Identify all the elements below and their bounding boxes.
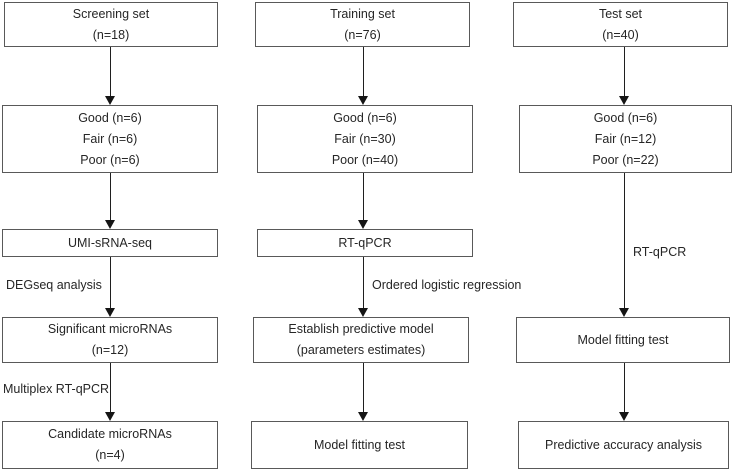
down-arrow-icon: [358, 363, 369, 421]
box-predictive-accuracy-analysis: Predictive accuracy analysis: [518, 421, 729, 469]
box-rt-qpcr-training: RT-qPCR: [257, 229, 473, 257]
box-screening-set: Screening set (n=18): [4, 2, 218, 47]
box-line: Poor (n=40): [331, 152, 399, 167]
box-line: (n=12): [91, 343, 129, 357]
box-line: Significant microRNAs: [47, 322, 173, 336]
box-line: Establish predictive model: [288, 322, 434, 336]
box-model-fitting-test: Model fitting test: [516, 317, 730, 363]
edge-label-multiplex-rt-qpcr: Multiplex RT-qPCR: [3, 382, 110, 396]
box-establish-predictive-model: Establish predictive model (parameters e…: [253, 317, 469, 363]
box-line: Fair (n=12): [594, 131, 657, 146]
box-test-set: Test set (n=40): [513, 2, 728, 47]
down-arrow-icon: [619, 363, 630, 421]
down-arrow-icon: [619, 47, 630, 105]
box-line: Screening set: [72, 6, 150, 21]
down-arrow-icon: [105, 47, 116, 105]
box-line: (n=4): [95, 448, 125, 462]
edge-label-ordered-logistic-regression: Ordered logistic regression: [372, 278, 522, 292]
down-arrow-icon: [105, 363, 116, 421]
box-line: Fair (n=30): [334, 131, 396, 146]
down-arrow-icon: [358, 257, 369, 317]
box-line: Good (n=6): [593, 110, 658, 125]
box-line: Good (n=6): [78, 110, 142, 125]
down-arrow-icon: [358, 173, 369, 229]
down-arrow-icon: [105, 173, 116, 229]
box-model-fitting-test-training: Model fitting test: [251, 421, 468, 469]
box-training-grades: Good (n=6) Fair (n=30) Poor (n=40): [257, 105, 473, 173]
box-significant-micrornas: Significant microRNAs (n=12): [2, 317, 218, 363]
box-line: Model fitting test: [313, 437, 405, 452]
box-training-set: Training set (n=76): [255, 2, 470, 47]
box-line: (n=40): [602, 27, 639, 42]
box-line: Poor (n=6): [80, 152, 140, 167]
box-line: UMI-sRNA-seq: [67, 235, 153, 250]
box-line: (parameters estimates): [296, 343, 426, 357]
box-line: Model fitting test: [577, 332, 669, 347]
down-arrow-icon: [105, 257, 116, 317]
box-screening-grades: Good (n=6) Fair (n=6) Poor (n=6): [2, 105, 218, 173]
box-line: Training set: [330, 6, 395, 21]
box-umi-srna-seq: UMI-sRNA-seq: [2, 229, 218, 257]
box-line: (n=76): [344, 27, 381, 42]
down-arrow-icon: [619, 173, 630, 317]
box-line: Candidate microRNAs: [48, 427, 172, 441]
box-test-grades: Good (n=6) Fair (n=12) Poor (n=22): [519, 105, 732, 173]
box-line: Poor (n=22): [592, 152, 659, 167]
box-line: Good (n=6): [333, 110, 397, 125]
box-line: Predictive accuracy analysis: [544, 437, 702, 452]
down-arrow-icon: [358, 47, 369, 105]
edge-label-degseq-analysis: DEGseq analysis: [6, 278, 102, 292]
box-line: RT-qPCR: [338, 235, 392, 250]
box-line: Test set: [598, 6, 643, 21]
box-line: (n=18): [92, 27, 130, 42]
box-line: Fair (n=6): [82, 131, 138, 146]
box-candidate-micrornas: Candidate microRNAs (n=4): [2, 421, 218, 469]
edge-label-rt-qpcr: RT-qPCR: [633, 245, 687, 259]
